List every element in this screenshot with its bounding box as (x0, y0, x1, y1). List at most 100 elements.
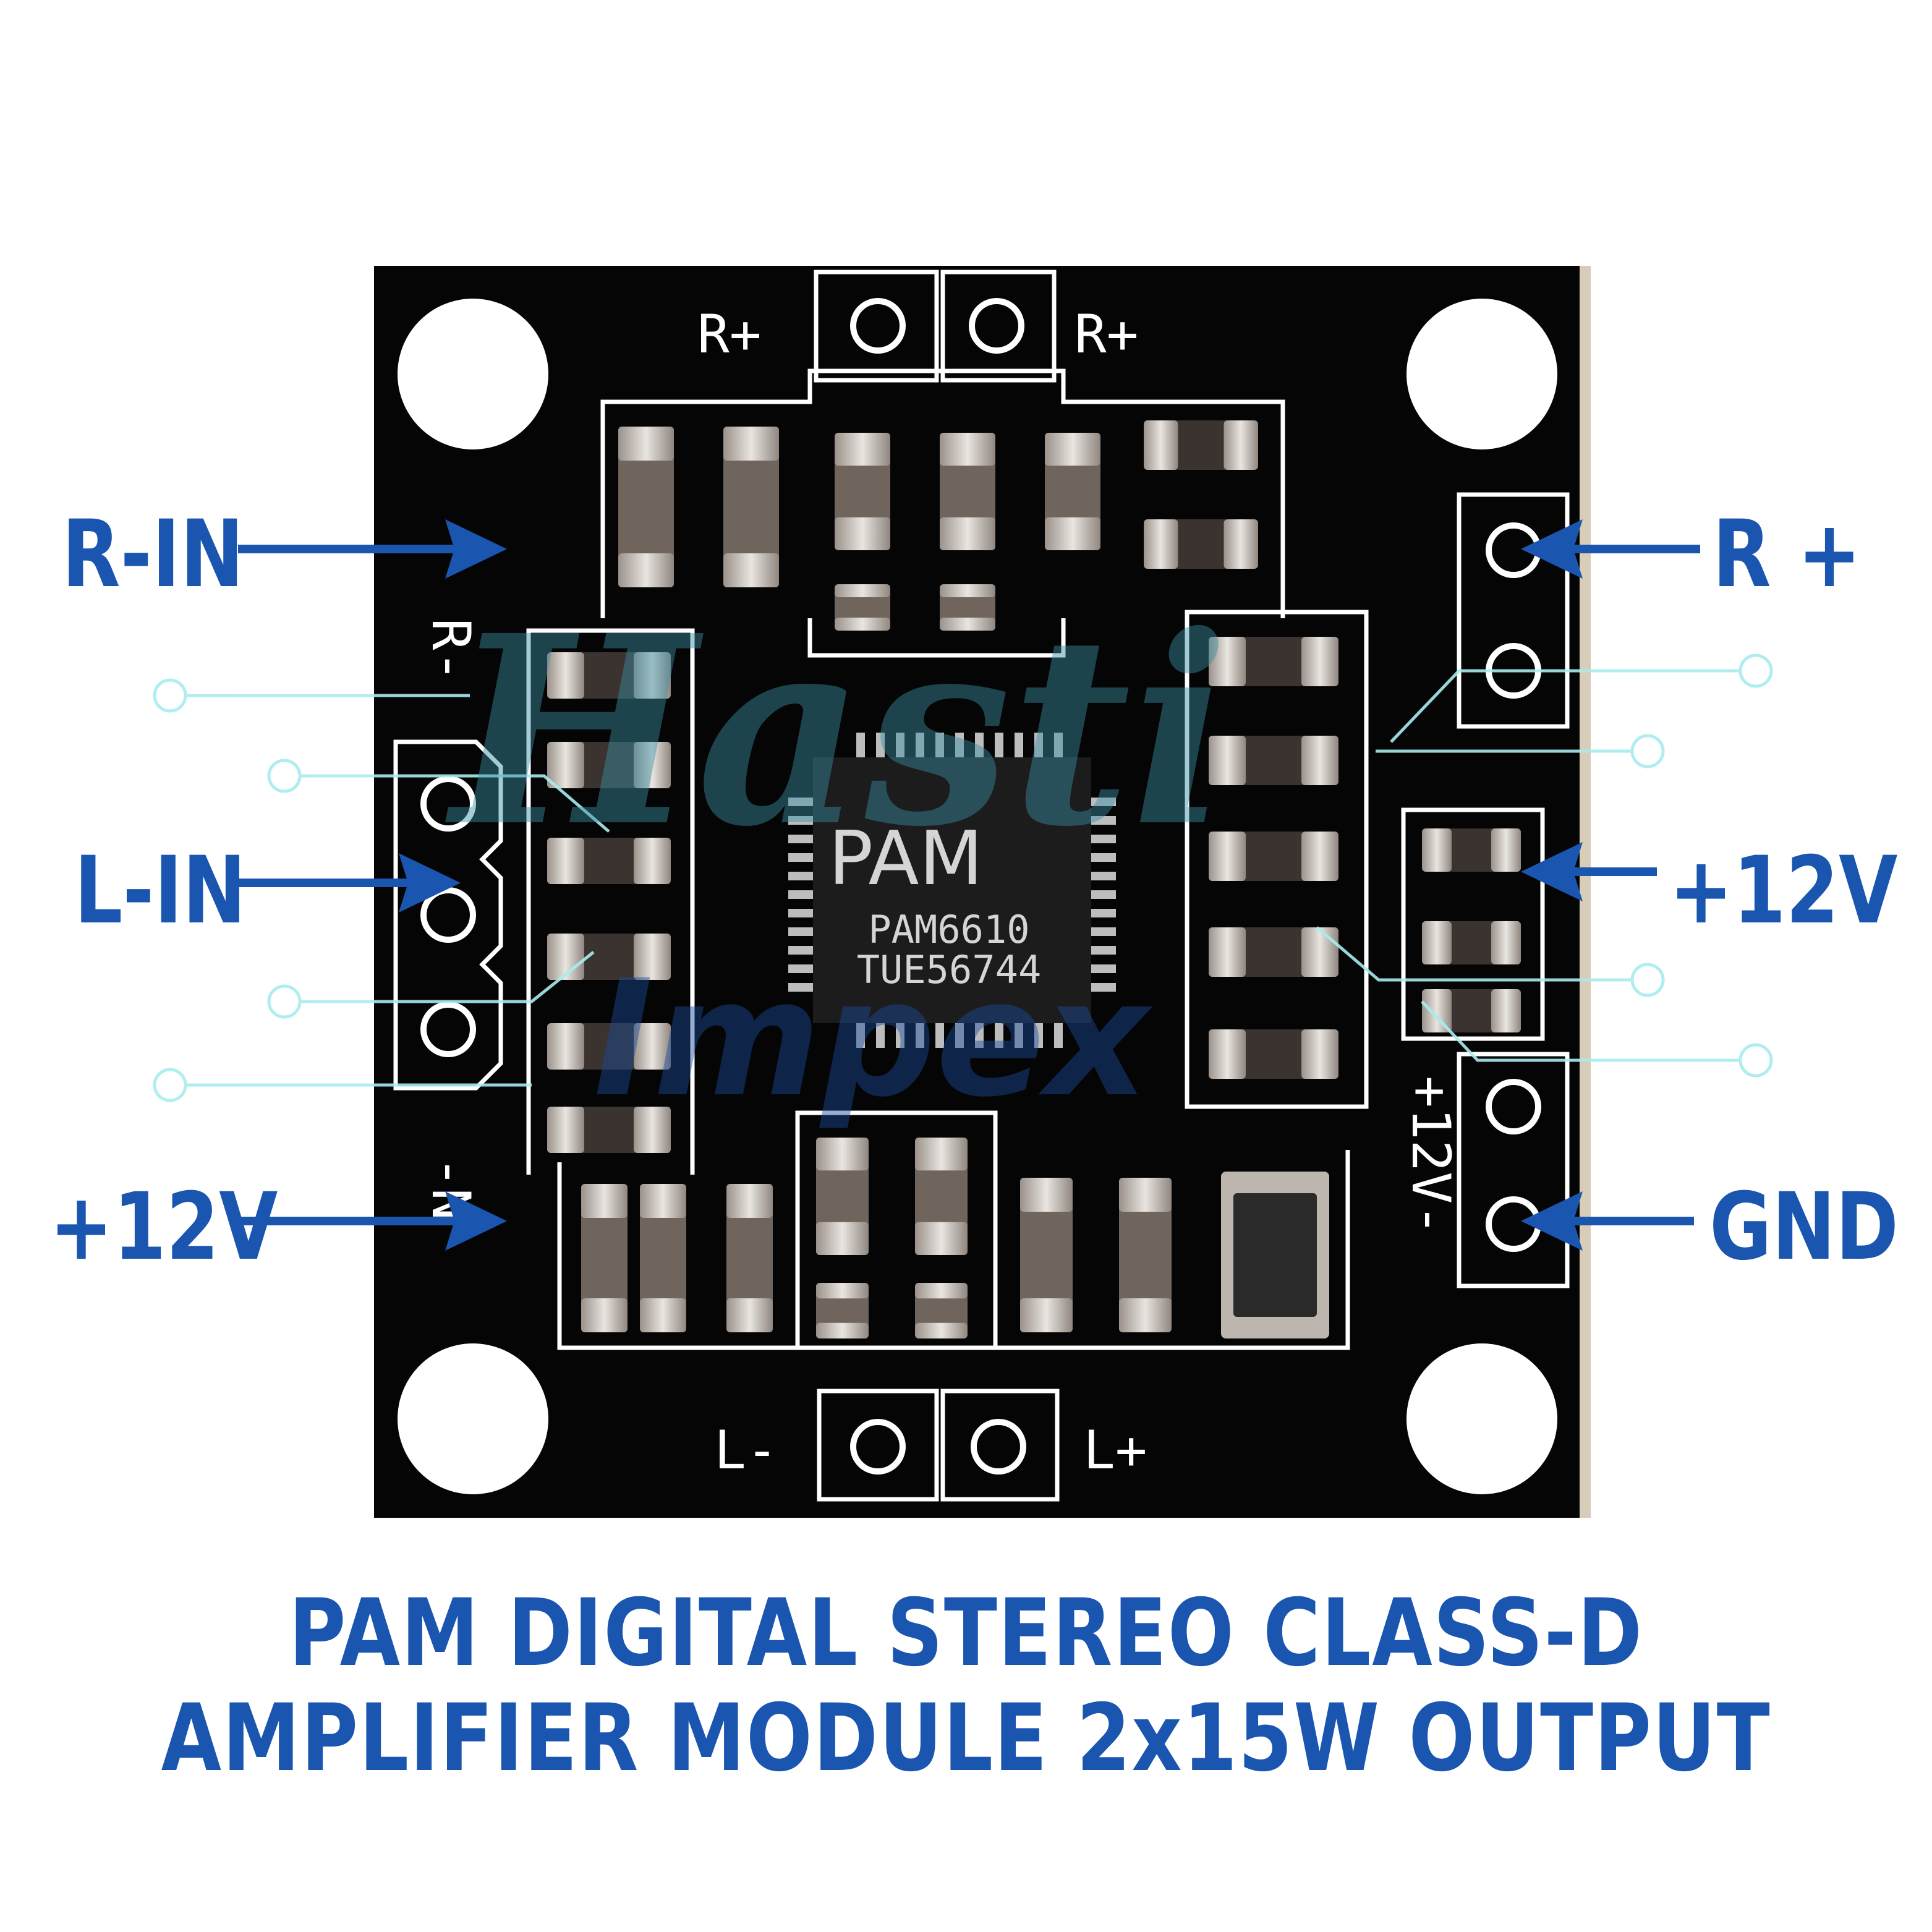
chip-pin (1091, 798, 1116, 806)
chip-pin (955, 1023, 964, 1048)
chip-pin (1034, 1023, 1043, 1048)
smd-resistor (1209, 927, 1338, 977)
chip-pin (935, 733, 944, 757)
chip-pin (975, 733, 984, 757)
title-line-2: AMPLIFIER MODULE 2x15W OUTPUT (161, 1685, 1771, 1792)
chip-pin (1054, 733, 1063, 757)
pad-r-in (420, 776, 476, 832)
chip-pin (896, 733, 904, 757)
pad-l-plus (971, 1419, 1026, 1475)
smd-resistor (547, 1023, 671, 1070)
chip-pin (1091, 872, 1116, 880)
smd-resistor (1422, 921, 1521, 964)
chip-lot-code: TUE56744 (857, 947, 1042, 992)
smd-capacitor (581, 1184, 628, 1332)
label-r-in: R-IN (62, 501, 244, 608)
chip-pin (788, 816, 813, 825)
smd-resistor (547, 1107, 671, 1153)
smd-capacitor (1045, 433, 1100, 550)
pad-l-minus (850, 1419, 906, 1475)
chip-pin (788, 853, 813, 862)
smd-resistor (1422, 828, 1521, 872)
label-12v-left: +12V (49, 1173, 278, 1281)
chip-pin (788, 835, 813, 843)
chip-pin (788, 927, 813, 936)
label-gnd: GND (1709, 1173, 1899, 1281)
smd-capacitor (915, 1283, 968, 1338)
smd-capacitor (726, 1184, 773, 1332)
chip-pin (1015, 1023, 1023, 1048)
mounting-hole (398, 1343, 548, 1494)
smd-resistor (547, 934, 671, 980)
smd-capacitor (915, 1138, 968, 1255)
smd-capacitor (816, 1283, 869, 1338)
label-12v-right: +12V (1669, 837, 1897, 945)
smd-components (547, 420, 1521, 1338)
chip-pin (975, 1023, 984, 1048)
smd-capacitor (640, 1184, 686, 1332)
mounting-holes (398, 299, 1557, 1494)
chip-pin (1054, 1023, 1063, 1048)
smd-capacitor (940, 433, 995, 550)
mounting-hole (398, 299, 548, 449)
smd-resistor (1144, 519, 1258, 569)
smd-capacitor (1119, 1178, 1172, 1332)
chip-brand: PAM (828, 816, 983, 902)
smd-capacitor (940, 584, 995, 631)
chip-pin (995, 733, 1003, 757)
smd-capacitor (835, 584, 890, 631)
chip-pin (1091, 853, 1116, 862)
pad-r-plus-top-right (969, 298, 1024, 354)
smd-resistor (547, 742, 671, 788)
pad-r-plus-top-left (850, 298, 906, 354)
chip-pin (788, 798, 813, 806)
callout-arrows (238, 519, 1700, 1251)
smd-resistor (547, 652, 671, 699)
watermark-text-2: Impex (594, 946, 1153, 1133)
terminal-pads (420, 298, 1541, 1475)
chip-pin (876, 1023, 885, 1048)
silk-r-plus-right: R+ (1075, 304, 1139, 365)
smd-resistor (1209, 736, 1338, 785)
smd-capacitor (835, 433, 890, 550)
chip-pin (1091, 983, 1116, 992)
chip-pin (856, 733, 865, 757)
silkscreen-outlines (393, 270, 1570, 1502)
chip-pin (955, 733, 964, 757)
chip-pin (995, 1023, 1003, 1048)
chip-part-number: PAM6610 (868, 907, 1029, 952)
chip-pin (1091, 835, 1116, 843)
smd-capacitor (723, 427, 779, 587)
chip-pin (1015, 733, 1023, 757)
chip-pin (788, 946, 813, 955)
watermark-logo: Hasti Impex (443, 579, 1230, 1133)
smd-resistor (1209, 1029, 1338, 1079)
chip-pin (916, 733, 924, 757)
smd-resistor (1209, 637, 1338, 686)
chip-pin (856, 1023, 865, 1048)
watermark-text-1: Hasti (443, 579, 1230, 884)
chip-pin (788, 872, 813, 880)
pad-l-in (420, 887, 476, 943)
chip-pin (1091, 909, 1116, 917)
amplifier-chip: PAM PAM6610 TUE56744 (788, 733, 1116, 1048)
chip-pin (1034, 733, 1043, 757)
smd-capacitor (618, 427, 674, 587)
chip-pin (935, 1023, 944, 1048)
chip-pin (1091, 927, 1116, 936)
chip-pin (788, 983, 813, 992)
title-line-1: PAM DIGITAL STEREO CLASS-D (289, 1580, 1643, 1687)
pad-12v-right (1486, 1079, 1541, 1134)
chip-pin (916, 1023, 924, 1048)
chip-pin (1091, 964, 1116, 973)
chip-pin (788, 890, 813, 899)
smd-resistor (1422, 989, 1521, 1032)
mounting-hole (1406, 1343, 1557, 1494)
pad-gnd-left (420, 1002, 476, 1057)
silk-r-plus-left: R+ (697, 304, 762, 365)
mounting-hole (1406, 299, 1557, 449)
smd-capacitor (1020, 1178, 1073, 1332)
smd-resistor (1209, 832, 1338, 881)
silk-12v-minus: +12V- (1400, 1076, 1462, 1236)
